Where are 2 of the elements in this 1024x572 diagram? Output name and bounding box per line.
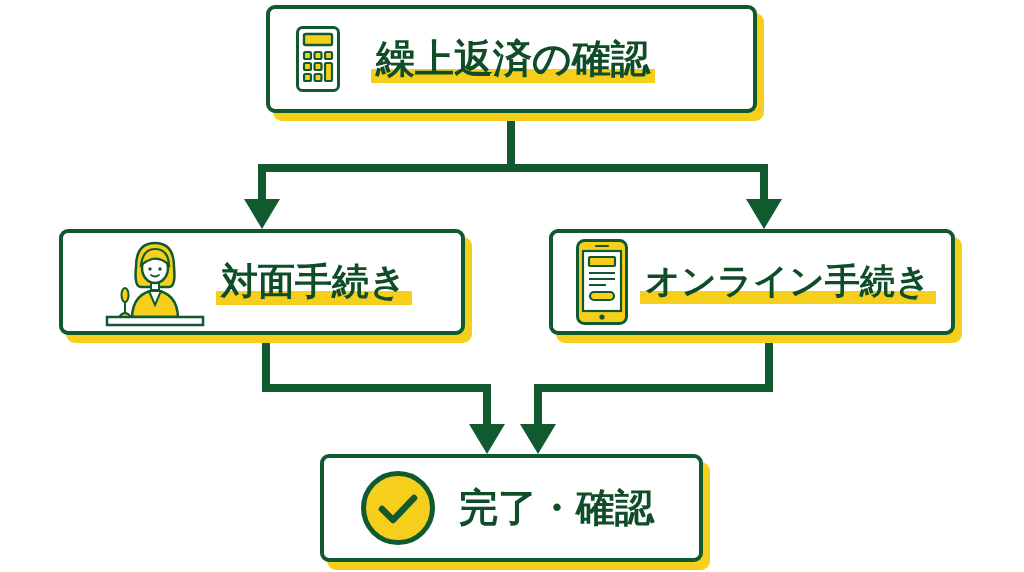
box-label: 完了・確認 (458, 483, 656, 532)
box-label: オンライン手続き (640, 260, 936, 304)
